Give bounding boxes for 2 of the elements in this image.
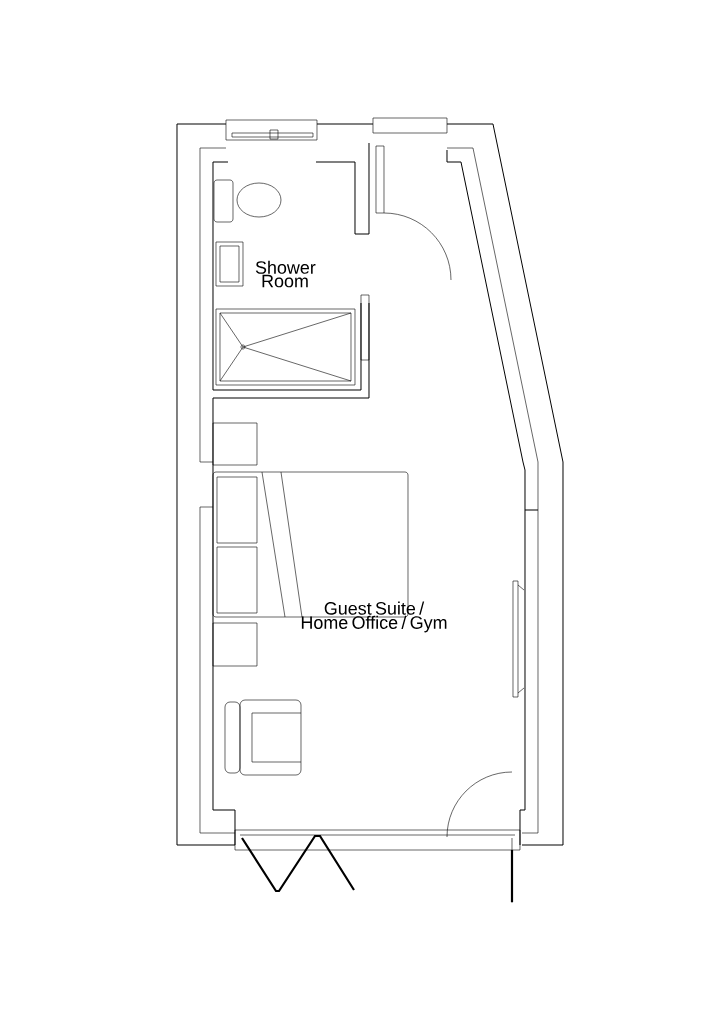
room-label: Shower Room	[255, 260, 316, 288]
room-label: Guest Suite / Home Office / Gym	[301, 601, 447, 633]
